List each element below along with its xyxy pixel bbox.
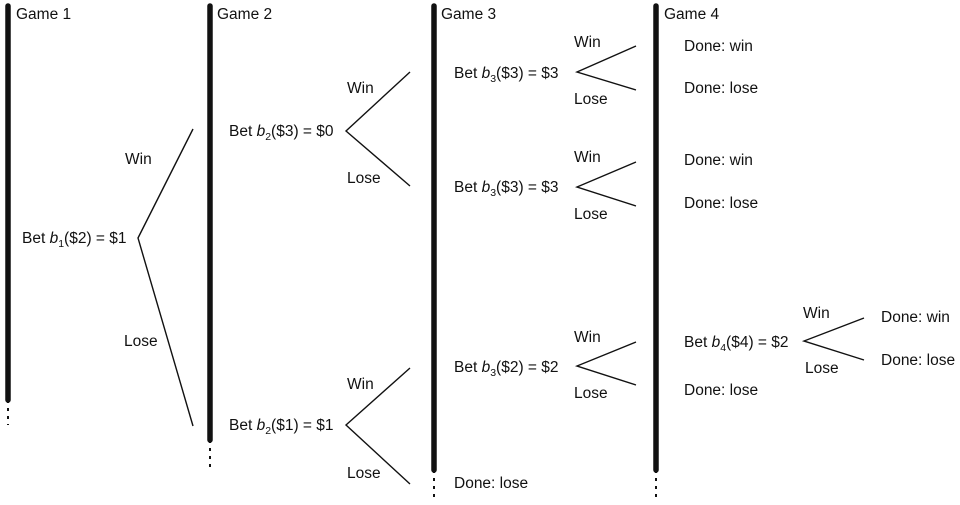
done-win-g4-1: Done: win	[684, 38, 753, 55]
win-label-g2-bottom: Win	[347, 376, 374, 393]
win-label-g4: Win	[803, 305, 830, 322]
bet-node-g3-c: Bet b3($2) = $2	[454, 359, 559, 379]
branch-g3-a	[574, 45, 637, 91]
header-game-2: Game 2	[217, 6, 272, 23]
header-game-1: Game 1	[16, 6, 71, 23]
bet-node-g2-top: Bet b2($3) = $0	[229, 123, 334, 143]
header-game-3: Game 3	[441, 6, 496, 23]
done-win-g4-final: Done: win	[881, 309, 950, 326]
lose-label-g3-c: Lose	[574, 385, 608, 402]
branch-g4	[801, 317, 865, 361]
win-label-g3-b: Win	[574, 149, 601, 166]
bet-node-g2-bottom: Bet b2($1) = $1	[229, 417, 334, 437]
bet-node-g3-a: Bet b3($3) = $3	[454, 65, 559, 85]
lose-label-g4: Lose	[805, 360, 839, 377]
done-lose-g4-1: Done: lose	[684, 80, 758, 97]
done-lose-g4-3: Done: lose	[684, 382, 758, 399]
bet-node-g1: Bet b1($2) = $1	[22, 230, 127, 250]
lose-label-g2-top: Lose	[347, 170, 381, 187]
branch-g2-bottom	[344, 367, 411, 485]
done-lose-g4-final: Done: lose	[881, 352, 955, 369]
lose-label-g3-a: Lose	[574, 91, 608, 108]
branch-g3-b	[574, 161, 637, 207]
lose-label-g2-bottom: Lose	[347, 465, 381, 482]
bet-node-g3-b: Bet b3($3) = $3	[454, 179, 559, 199]
branch-g1	[137, 128, 194, 427]
column-dividers	[5, 3, 659, 500]
done-lose-g3: Done: lose	[454, 475, 528, 492]
header-game-4: Game 4	[664, 6, 720, 23]
done-lose-g4-2: Done: lose	[684, 195, 758, 212]
lose-label-g1: Lose	[124, 333, 158, 350]
branch-g2-top	[344, 71, 411, 187]
done-win-g4-2: Done: win	[684, 152, 753, 169]
lose-label-g3-b: Lose	[574, 206, 608, 223]
branch-g3-c	[574, 341, 637, 386]
bet-node-g4: Bet b4($4) = $2	[684, 334, 789, 354]
win-label-g3-a: Win	[574, 34, 601, 51]
win-label-g1: Win	[125, 151, 152, 168]
win-label-g3-c: Win	[574, 329, 601, 346]
win-label-g2-top: Win	[347, 80, 374, 97]
